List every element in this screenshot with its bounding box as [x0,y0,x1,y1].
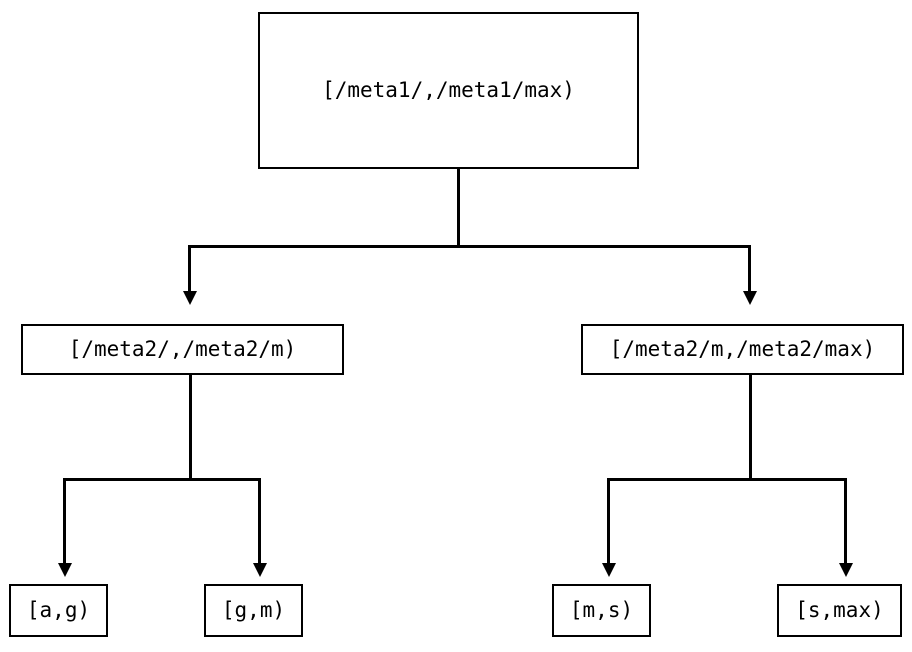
edge-root-to-mid-right [748,245,751,292]
tree-node-mid-right[interactable]: [/meta2/m,/meta2/max) [581,324,904,375]
arrowhead-down-icon-leaf-3 [839,563,853,577]
arrowhead-down-icon-leaf-0 [58,563,72,577]
edge-mid-left-to-leaf-0 [63,478,66,564]
tree-node-mid-left[interactable]: [/meta2/,/meta2/m) [21,324,344,375]
edge-root-horizontal-bar [188,245,751,248]
arrowhead-down-icon-mid-right [743,291,757,305]
tree-node-leaf-1[interactable]: [g,m) [204,584,303,637]
edge-mid-right-stem [749,375,752,481]
tree-node-leaf-1-label: [g,m) [221,598,286,622]
edge-mid-right-to-leaf-3 [844,478,847,564]
tree-node-leaf-3[interactable]: [s,max) [777,584,902,637]
tree-node-root[interactable]: [/meta1/,/meta1/max) [258,12,639,169]
edge-mid-right-horizontal-bar [607,478,847,481]
edge-mid-left-stem [189,375,192,481]
arrowhead-down-icon-mid-left [183,291,197,305]
edge-mid-left-to-leaf-1 [258,478,261,564]
tree-node-leaf-2-label: [m,s) [569,598,634,622]
edge-mid-left-horizontal-bar [63,478,261,481]
arrowhead-down-icon-leaf-2 [602,563,616,577]
edge-root-stem [457,169,460,247]
tree-node-mid-right-label: [/meta2/m,/meta2/max) [609,337,876,361]
tree-node-leaf-2[interactable]: [m,s) [552,584,651,637]
tree-node-leaf-0[interactable]: [a,g) [9,584,108,637]
arrowhead-down-icon-leaf-1 [253,563,267,577]
edge-root-to-mid-left [188,245,191,292]
tree-node-leaf-0-label: [a,g) [26,598,91,622]
tree-node-root-label: [/meta1/,/meta1/max) [322,78,575,102]
tree-node-leaf-3-label: [s,max) [795,598,884,622]
tree-node-mid-left-label: [/meta2/,/meta2/m) [68,337,297,361]
edge-mid-right-to-leaf-2 [607,478,610,564]
